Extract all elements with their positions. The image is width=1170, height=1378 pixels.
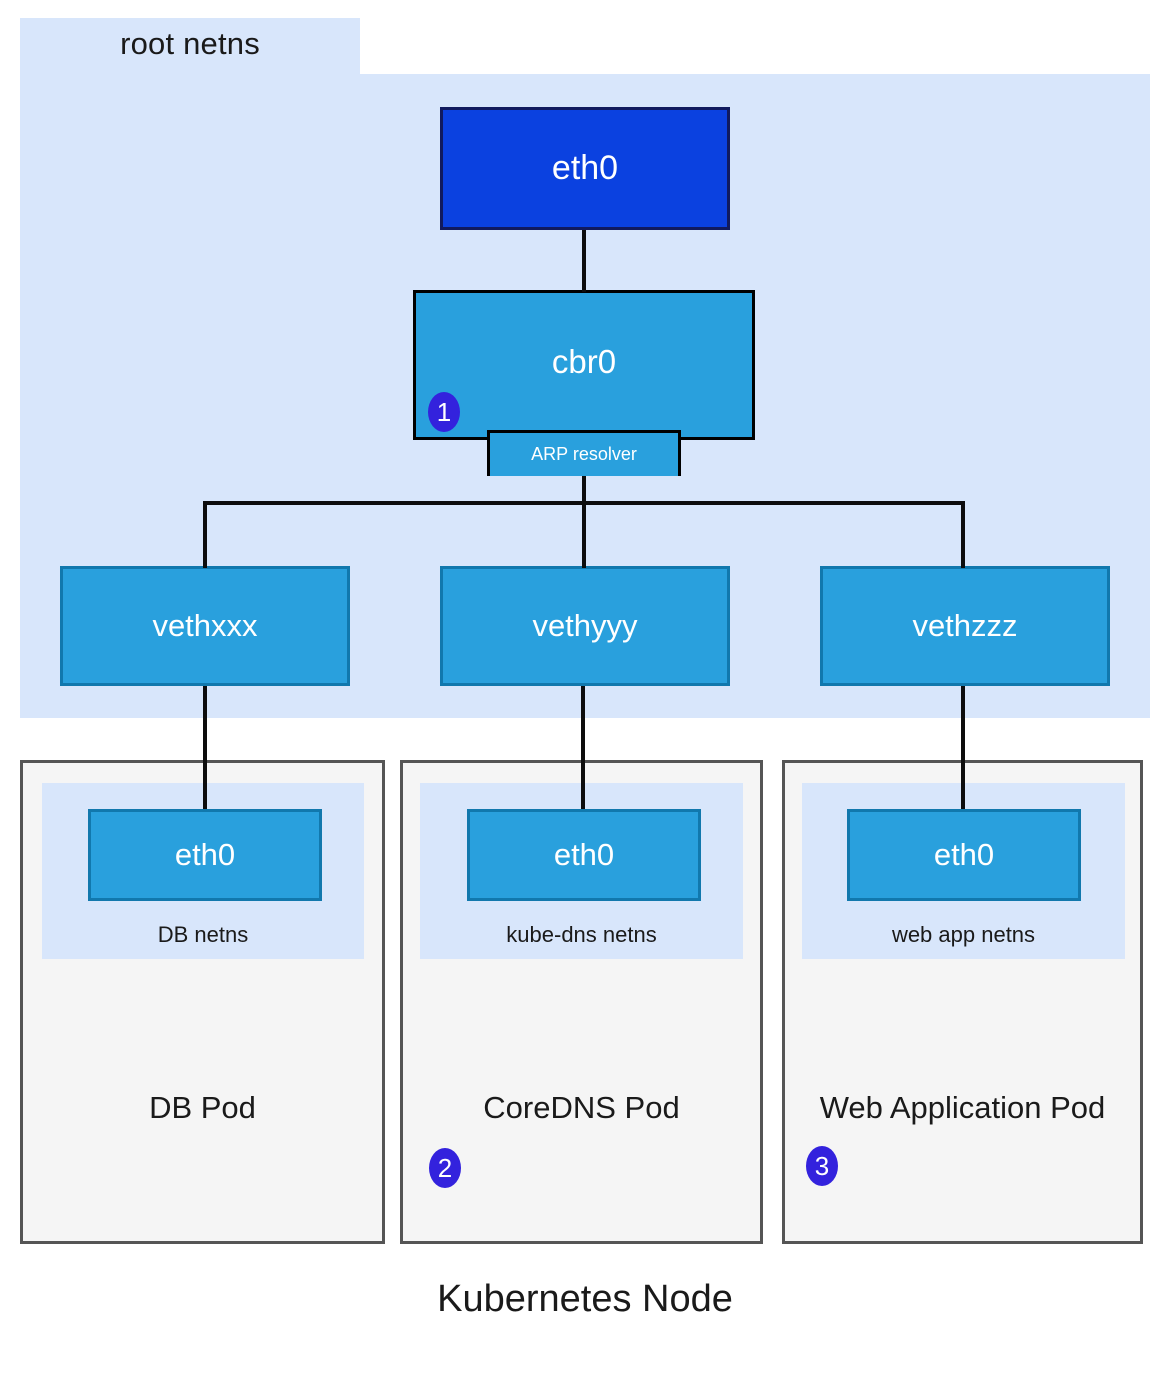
connector-arp-to-bus bbox=[582, 476, 586, 568]
veth-box-vethxxx[interactable]: vethxxx bbox=[60, 566, 350, 686]
pod-db-netns-label: DB netns bbox=[157, 922, 249, 947]
pod-coredns-eth0-box[interactable]: eth0 bbox=[467, 809, 701, 901]
root-netns-label: root netns bbox=[120, 26, 260, 61]
pod-webapp-eth0-box[interactable]: eth0 bbox=[847, 809, 1081, 901]
badge-3: 3 bbox=[806, 1146, 838, 1186]
cbr0-bridge-box[interactable]: cbr0 bbox=[413, 290, 755, 440]
pod-coredns-netns-label: kube-dns netns bbox=[506, 922, 657, 947]
veth-box-vethyyy[interactable]: vethyyy bbox=[440, 566, 730, 686]
host-eth0-box[interactable]: eth0 bbox=[440, 107, 730, 230]
connector-bus-to-vethzzz bbox=[961, 501, 965, 568]
pod-coredns-title: CoreDNS Pod bbox=[483, 1090, 680, 1125]
root-netns-tab bbox=[20, 18, 360, 78]
pod-db-eth0-box[interactable]: eth0 bbox=[88, 809, 322, 901]
connector-bus-horizontal bbox=[203, 501, 965, 505]
connector-vethxxx-to-db-eth0 bbox=[203, 686, 207, 811]
connector-vethzzz-to-webapp-eth0 bbox=[961, 686, 965, 811]
connector-eth0-to-cbr0 bbox=[582, 230, 586, 292]
badge-2: 2 bbox=[429, 1148, 461, 1188]
pod-webapp-netns-label: web app netns bbox=[891, 922, 1036, 947]
pod-db-title: DB Pod bbox=[149, 1090, 256, 1125]
kubernetes-node-caption: Kubernetes Node bbox=[437, 1278, 733, 1320]
pod-webapp-title: Web Application Pod bbox=[819, 1090, 1106, 1125]
veth-box-vethzzz[interactable]: vethzzz bbox=[820, 566, 1110, 686]
arp-resolver-box[interactable]: ARP resolver bbox=[487, 430, 681, 476]
badge-1: 1 bbox=[428, 392, 460, 432]
connector-vethyyy-to-coredns-eth0 bbox=[581, 686, 585, 811]
connector-bus-to-vethxxx bbox=[203, 501, 207, 568]
